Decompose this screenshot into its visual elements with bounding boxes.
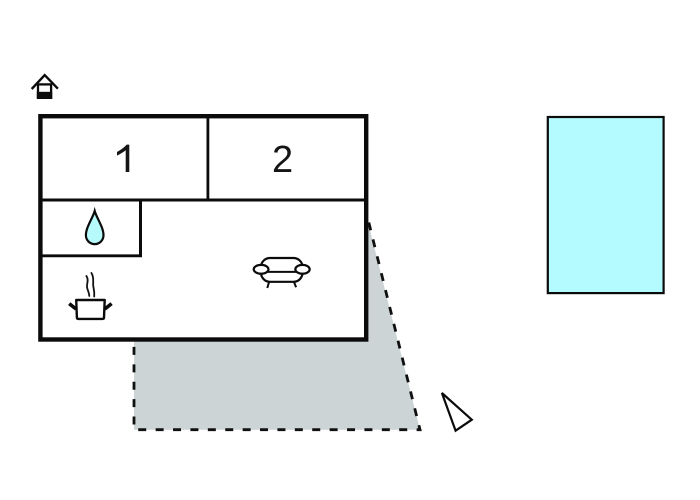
svg-text:2: 2: [272, 139, 293, 181]
